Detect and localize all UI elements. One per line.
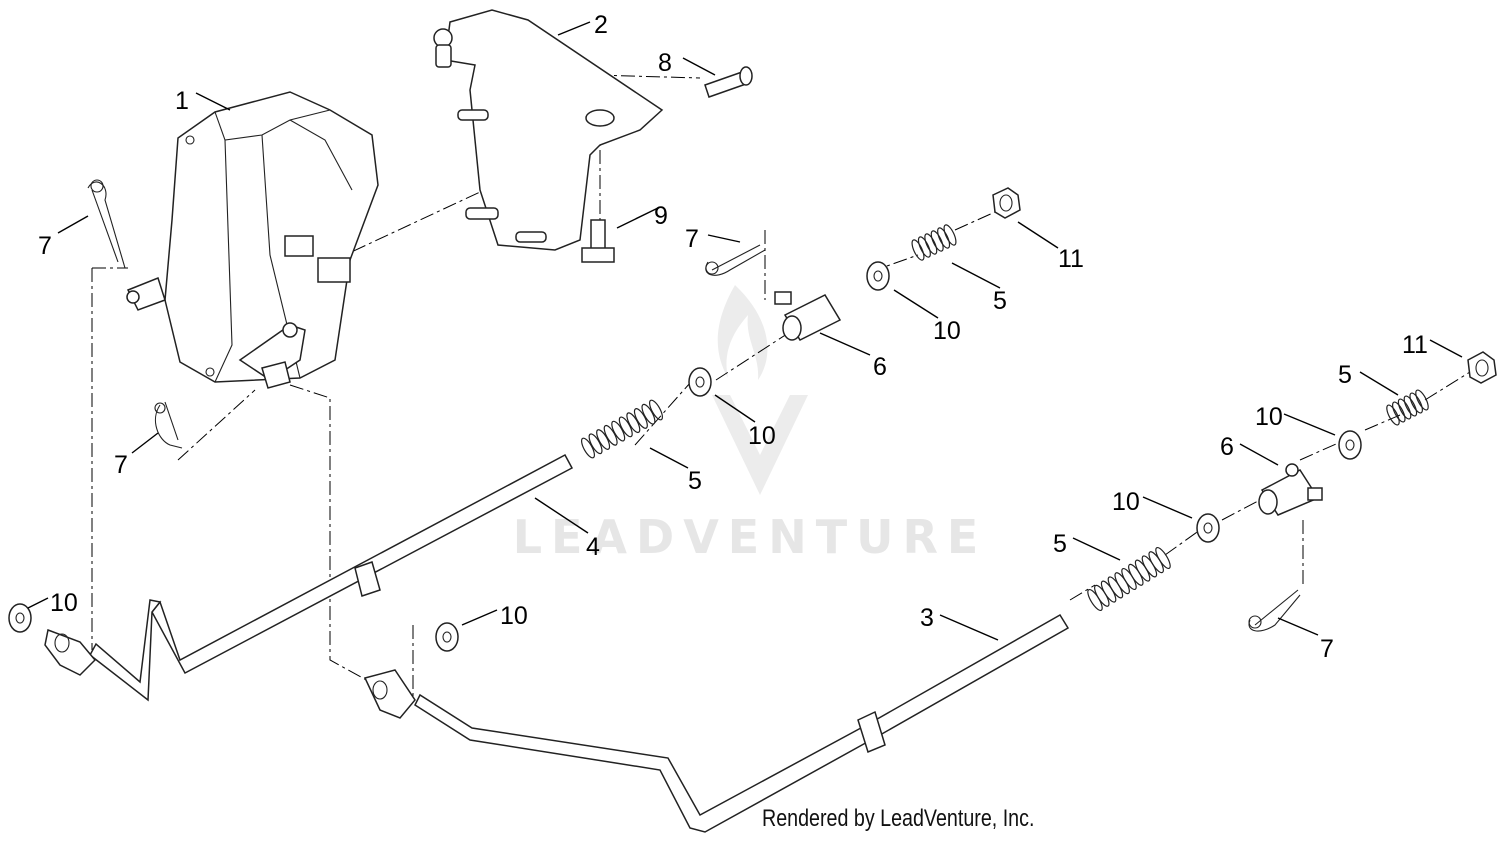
hairpin-clip-lower-left (154, 401, 183, 449)
actuator-housing (126, 91, 379, 389)
callout-c9: 9 (654, 202, 668, 230)
callout-c10a: 10 (933, 317, 961, 345)
credit-text: Rendered by LeadVenture, Inc. (762, 805, 1035, 832)
washers (8, 261, 1362, 652)
nuts (992, 187, 1497, 384)
spring-3 (911, 224, 957, 261)
spring-2 (1087, 546, 1171, 612)
callout-c6b: 6 (1220, 433, 1234, 461)
alignment-lines (91, 74, 1471, 700)
callout-c4: 4 (586, 533, 600, 561)
rod-upper (44, 453, 574, 702)
callout-c2: 2 (594, 11, 608, 39)
callout-c11b: 11 (1402, 331, 1428, 359)
callout-c10b: 10 (748, 422, 776, 450)
callout-c10c: 10 (50, 589, 78, 617)
hairpin-clip-upper-left (87, 179, 126, 269)
clevis-pin (704, 66, 753, 98)
callout-c5d: 5 (1338, 361, 1352, 389)
watermark-logo-icon (712, 285, 808, 495)
spring-1 (580, 399, 664, 459)
spring-4 (1386, 389, 1429, 426)
callout-c7a: 7 (38, 232, 52, 260)
callout-c8: 8 (658, 49, 672, 77)
callout-c5a: 5 (993, 287, 1007, 315)
hairpin-clip-upper-right (705, 244, 766, 276)
callout-c3: 3 (920, 604, 934, 632)
callout-c10d: 10 (500, 602, 528, 630)
swivel-lower (1258, 463, 1323, 516)
callout-c10f: 10 (1255, 403, 1283, 431)
callout-c7d: 7 (1320, 635, 1334, 663)
callout-c7c: 7 (685, 225, 699, 253)
swivel-upper (774, 291, 842, 341)
callout-leaders (27, 21, 1463, 641)
mounting-bracket (433, 9, 664, 251)
callout-c10e: 10 (1112, 488, 1140, 516)
watermark-text: LEADVENTURE (512, 510, 988, 564)
callout-c7b: 7 (114, 451, 128, 479)
springs (580, 224, 1429, 612)
rod-lower (363, 613, 1070, 833)
callout-c11a: 11 (1058, 245, 1084, 273)
callouts: 1 2 3 4 5 5 5 5 6 6 7 7 7 7 8 9 10 10 10 10 10 10 11 11 (38, 11, 1428, 663)
callout-c1: 1 (175, 87, 189, 115)
callout-c5c: 5 (1053, 530, 1067, 558)
callout-c6a: 6 (873, 353, 887, 381)
hairpin-clip-lower-right (1248, 589, 1301, 632)
flange-bolt (581, 219, 615, 263)
callout-c5b: 5 (688, 467, 702, 495)
